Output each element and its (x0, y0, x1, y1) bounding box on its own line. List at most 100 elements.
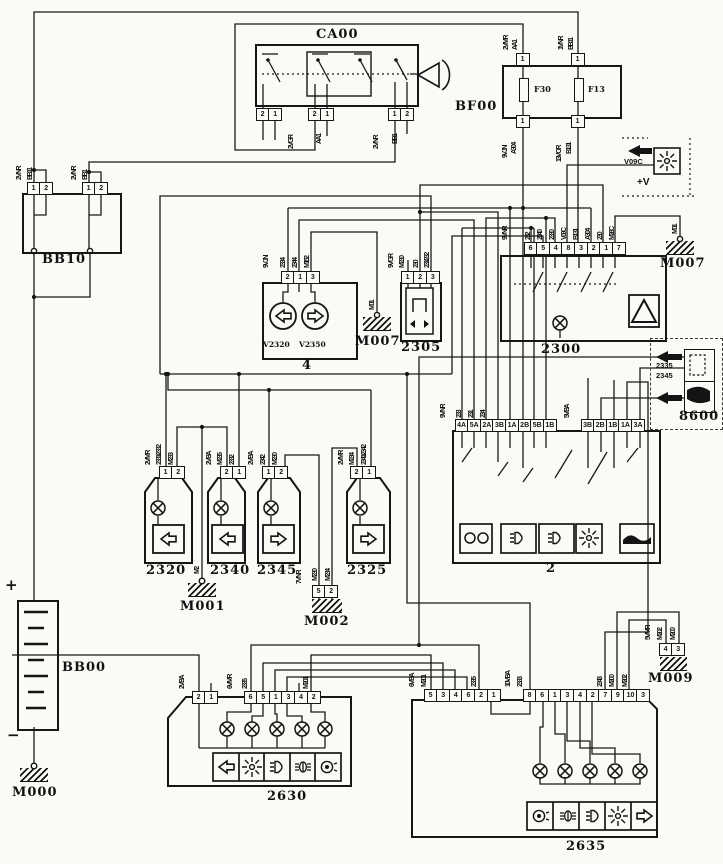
pin-3: 3 (671, 643, 686, 656)
bf00-box (502, 65, 622, 119)
wire-label: 2334 (280, 258, 287, 268)
ca00-inner-box (306, 51, 372, 97)
m007-left-label: M007 (355, 334, 401, 349)
wave-ref-icon (687, 386, 710, 404)
bb10-label: BB10 (42, 252, 87, 267)
wire-label: 10V BA (505, 671, 512, 687)
wire-label: AA1 (512, 40, 519, 50)
wire-label: A304 (511, 143, 518, 154)
wire-label: 2333 (517, 677, 524, 687)
wire-label: 2V BA (248, 451, 255, 465)
bf00-pin-bottom-left[interactable]: 1 (515, 115, 530, 128)
wire-label: 231 (468, 410, 475, 418)
pin-2A: 2A (479, 419, 494, 432)
wire-label: 5V MR (645, 626, 652, 640)
f13-label: F13 (588, 84, 605, 94)
pin-4: 4 (658, 643, 673, 656)
wire-label: 2335 (471, 677, 478, 687)
2300-box (500, 255, 667, 342)
pin-2: 2 (324, 585, 339, 598)
ca00-box (255, 44, 419, 107)
wire-label: 2V NR (71, 166, 78, 180)
repeater-icons (269, 302, 329, 330)
pin-2: 2 (94, 182, 109, 195)
8600-wire1-label: 2335 (656, 361, 673, 370)
pin-2: 2 (274, 466, 289, 479)
ca00-label: CA00 (316, 27, 359, 42)
pin-2: 2 (400, 108, 415, 121)
wire-label: 6V BA (409, 673, 416, 687)
wire-label: M200 (609, 675, 616, 687)
wire-label: M230 (312, 569, 319, 581)
pin-7: 7 (611, 242, 626, 255)
wire-label: 2335 (242, 679, 249, 689)
bf00-pin-bottom-right[interactable]: 1 (570, 115, 585, 128)
wire-label: BB11 (27, 168, 34, 180)
pin-3: 3 (305, 271, 320, 284)
wire-label: 6V MR (227, 675, 234, 689)
wire-label: M26C (609, 227, 616, 240)
wire-label: 2341/2342 (361, 445, 368, 465)
wire-label: M201 (421, 675, 428, 687)
fuse-ref-icon (689, 354, 706, 376)
cluster-icon-row (459, 523, 655, 554)
bf00-label: BF00 (455, 99, 498, 114)
ground-m000 (20, 768, 48, 782)
m000-label: M000 (12, 785, 58, 800)
pin-1B: 1B (542, 419, 557, 432)
pin-5: 5 (311, 585, 326, 598)
wire-label: 5V BA (564, 404, 571, 418)
wire-label: 2344 (292, 258, 299, 268)
pin-2: 2 (280, 271, 295, 284)
2320-label: 2320 (146, 563, 187, 578)
fuse-f13 (574, 78, 584, 102)
wire-label: 2V BA (179, 675, 186, 689)
pin-3: 3 (281, 691, 296, 704)
m001-label: M001 (180, 599, 226, 614)
lamp-arrow-boxes (152, 524, 385, 554)
battery-minus: − (7, 726, 20, 744)
fuse-f30 (519, 78, 529, 102)
bf00-pin-top-left[interactable]: 1 (515, 53, 530, 66)
pin-1: 1 (362, 466, 377, 479)
wire-label: 9V NR (440, 404, 447, 418)
2305-label: 2305 (401, 340, 442, 355)
8600-box-top (684, 349, 715, 382)
wire-label: M152 (304, 256, 311, 268)
8600-label: 8600 (679, 409, 720, 424)
offpage-arrow-icon (656, 351, 682, 363)
bf00-pin-top-right[interactable]: 1 (570, 53, 585, 66)
wire-label: M230 (272, 453, 279, 465)
wire-label: M235 (217, 453, 224, 465)
cluster-label: 2 (546, 561, 557, 576)
wire-label: 2330 (549, 230, 556, 240)
m002-label: M002 (304, 614, 350, 629)
wire-label: M230 (399, 256, 406, 268)
pin-1: 1 (486, 689, 501, 702)
pin-1: 1 (547, 689, 562, 702)
wire-label: B131 (566, 143, 573, 154)
pin-1: 1 (515, 115, 530, 128)
